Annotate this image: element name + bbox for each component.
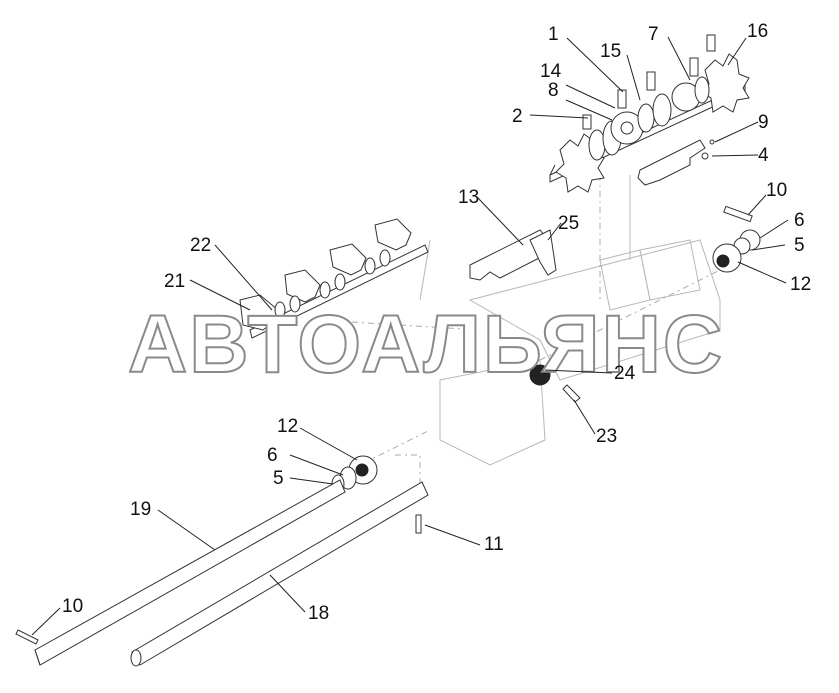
callout-24: 24 [614, 363, 636, 384]
callout-8: 8 [548, 80, 559, 101]
hex-shaft [34, 479, 346, 666]
callout-22: 22 [190, 235, 211, 256]
callout-11: 11 [484, 534, 504, 555]
finger-guide-assembly [239, 218, 429, 339]
callout-15: 15 [600, 41, 621, 62]
callout-16: 16 [747, 21, 768, 42]
callout-6: 6 [267, 445, 278, 466]
callout-10: 10 [62, 596, 83, 617]
callout-9: 9 [758, 112, 769, 133]
callout-4: 4 [758, 145, 769, 166]
callout-1: 1 [548, 24, 559, 45]
watermark-text: АВТОАЛЬЯНС [128, 299, 724, 390]
callout-6: 6 [794, 210, 805, 231]
callout-21: 21 [164, 271, 185, 292]
callout-5: 5 [273, 468, 284, 489]
channel-bracket [469, 229, 557, 281]
round-shaft [130, 481, 429, 667]
callout-7: 7 [648, 24, 659, 45]
callout-13: 13 [458, 187, 479, 208]
housing-ghost [319, 175, 721, 500]
callout-10: 10 [766, 180, 787, 201]
leader-lines [31, 36, 789, 636]
callout-2: 2 [512, 106, 523, 127]
callout-14: 14 [540, 61, 562, 82]
pins [15, 514, 422, 645]
callout-labels: 1 2 4 5 5 6 6 7 8 9 10 10 11 12 12 13 14… [62, 21, 811, 624]
top-star-assembly [419, 34, 750, 301]
callout-12: 12 [790, 274, 811, 295]
bearing-set-right [712, 205, 761, 273]
plate-bracket [637, 139, 715, 186]
callout-19: 19 [130, 499, 151, 520]
callout-18: 18 [308, 603, 329, 624]
callout-25: 25 [558, 213, 579, 234]
callout-23: 23 [596, 426, 617, 447]
callout-12: 12 [277, 416, 298, 437]
small-star-and-bolt [529, 364, 581, 403]
callout-5: 5 [794, 235, 805, 256]
